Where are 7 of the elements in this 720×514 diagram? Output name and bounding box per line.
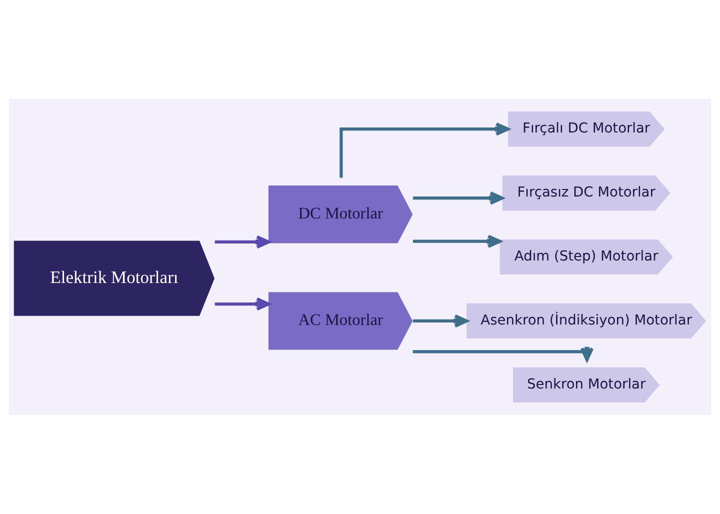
arrow bbox=[412, 346, 594, 362]
arrow bbox=[214, 235, 270, 249]
arrow bbox=[412, 314, 468, 328]
arrow bbox=[214, 297, 270, 311]
arrow bbox=[412, 234, 502, 248]
arrow bbox=[340, 122, 510, 178]
arrow bbox=[412, 191, 504, 205]
